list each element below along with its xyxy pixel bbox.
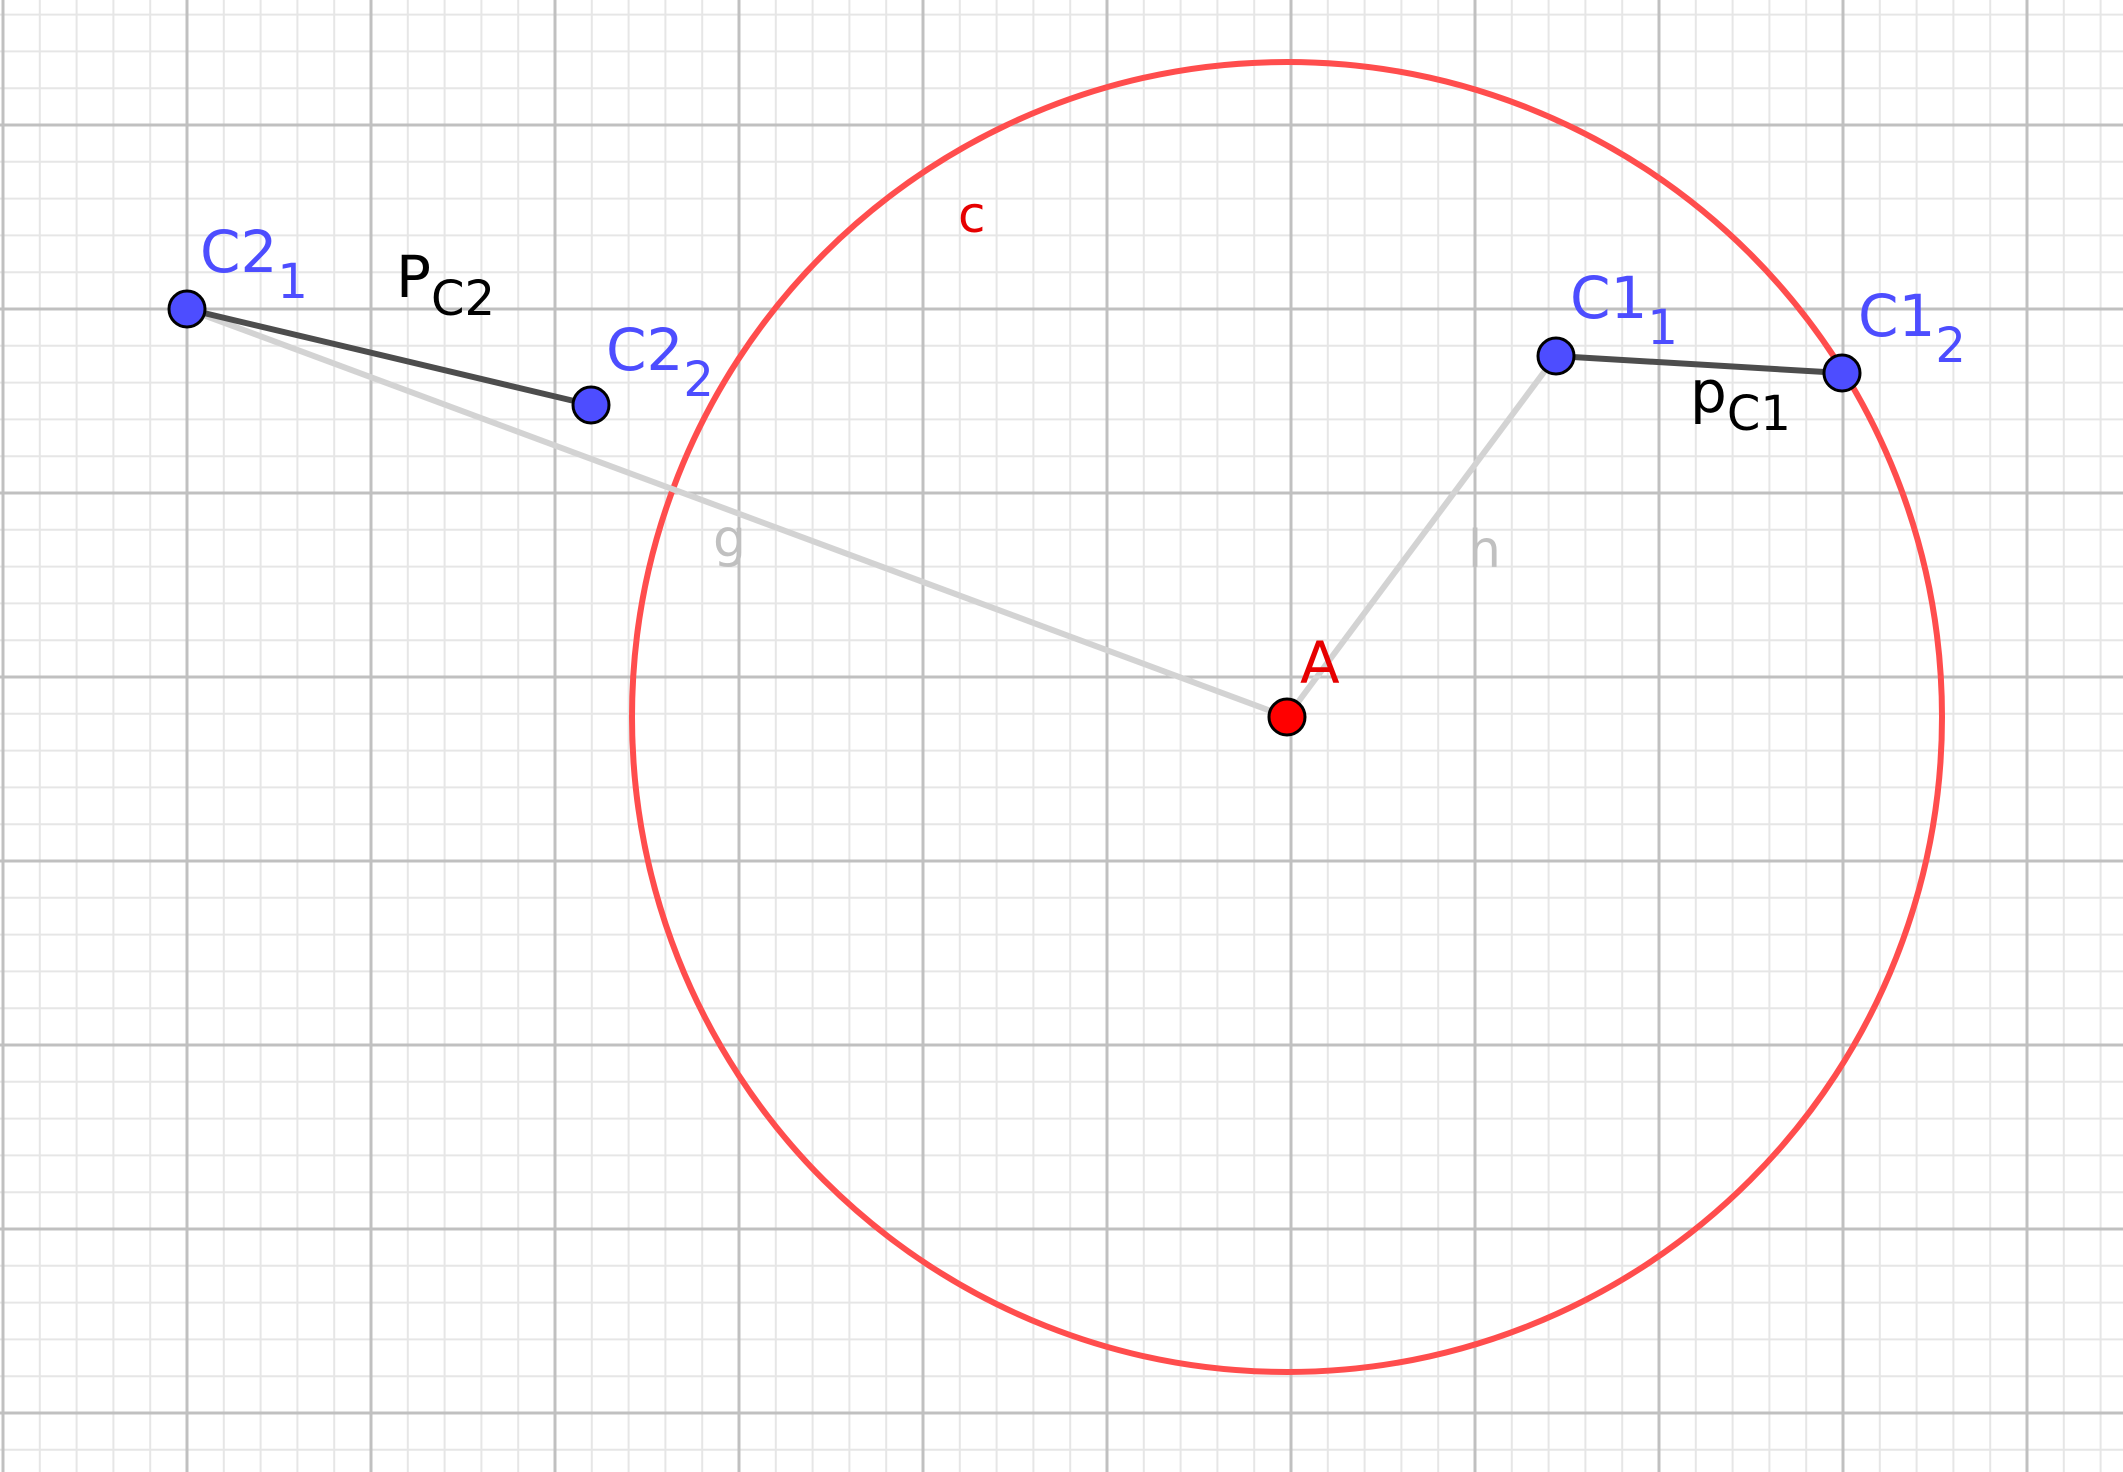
label-segment-h: h: [1468, 520, 1501, 580]
segment-pc2[interactable]: [186, 306, 592, 408]
point-C1-2[interactable]: [1822, 353, 1862, 393]
point-C2-1[interactable]: [167, 289, 207, 329]
point-A[interactable]: [1267, 697, 1307, 737]
label-point-C2-2: C22: [606, 316, 714, 408]
circle-c[interactable]: [629, 59, 1945, 1375]
segment-g[interactable]: [185, 306, 1289, 720]
label-segment-pc2: PC2: [396, 243, 495, 327]
label-point-C1-1: C11: [1570, 264, 1678, 356]
label-circle-c: c: [958, 186, 986, 244]
segment-h[interactable]: [1284, 354, 1559, 719]
label-segment-pc1: pC1: [1690, 358, 1791, 442]
label-point-C2-1: C21: [200, 218, 308, 310]
label-point-A: A: [1300, 629, 1340, 697]
label-point-C1-2: C12: [1858, 282, 1966, 374]
point-C2-2[interactable]: [571, 385, 611, 425]
point-C1-1[interactable]: [1536, 336, 1576, 376]
segment-pc1[interactable]: [1555, 353, 1843, 376]
label-segment-g: g: [713, 509, 746, 569]
